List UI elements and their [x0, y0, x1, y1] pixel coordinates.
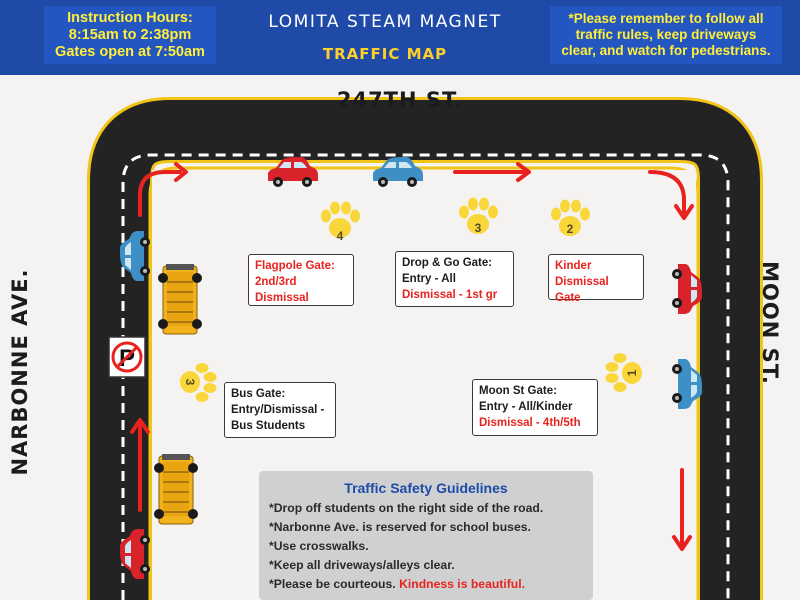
road-inner-edge [148, 166, 700, 600]
instruction-hours-box: Instruction Hours: 8:15am to 2:38pm Gate… [44, 6, 216, 64]
paw-icon: 3 [180, 363, 217, 402]
kinder-gate-label: Kinder Dismissal Gate [548, 254, 644, 304]
no-parking-icon: P [108, 336, 146, 378]
bus-gate-students: Bus Students [231, 420, 306, 432]
svg-text:3: 3 [475, 221, 482, 235]
drop-go-gate-entry: Entry - All [402, 273, 456, 285]
moon-st-gate-dismissal: Dismissal - 4th/5th [479, 417, 581, 429]
guideline-item: *Narbonne Ave. is reserved for school bu… [269, 520, 531, 534]
guideline-item: *Keep all driveways/alleys clear. [269, 558, 455, 572]
moon-st-gate-label: Moon St Gate: Entry - All/Kinder Dismiss… [472, 379, 598, 436]
paw-icon: 3 [459, 197, 498, 235]
paw-icon: 1 [605, 353, 642, 392]
drop-go-gate-label: Drop & Go Gate: Entry - All Dismissal - … [395, 251, 514, 307]
school-title: LOMITA STEAM MAGNET [268, 12, 502, 32]
flagpole-gate-label: Flagpole Gate: 2nd/3rd Dismissal [248, 254, 354, 306]
bus-gate-label: Bus Gate: Entry/Dismissal - Bus Students [224, 382, 336, 438]
moon-st-gate-entry: Entry - All/Kinder [479, 401, 573, 413]
reminder-line-1: *Please remember to follow all [568, 11, 764, 26]
hours-time: 8:15am to 2:38pm [68, 26, 192, 43]
traffic-safety-guidelines: Traffic Safety Guidelines *Drop off stud… [259, 471, 593, 600]
road-center-dashes [121, 153, 730, 600]
svg-text:4: 4 [337, 229, 344, 243]
drop-go-gate-name: Drop & Go Gate: [402, 257, 493, 269]
svg-text:2: 2 [567, 222, 574, 236]
guideline-kindness: Kindness is beautiful. [399, 577, 526, 591]
road-asphalt [90, 100, 760, 600]
guideline-item: *Drop off students on the right side of … [269, 501, 544, 515]
traffic-reminder-box: *Please remember to follow all traffic r… [550, 6, 782, 64]
header-bar: Instruction Hours: 8:15am to 2:38pm Gate… [0, 0, 800, 75]
guideline-item: *Use crosswalks. [269, 539, 369, 553]
svg-text:1: 1 [625, 369, 639, 376]
map-subtitle: TRAFFIC MAP [322, 45, 448, 63]
gates-open-time: Gates open at 7:50am [55, 43, 205, 60]
direction-arrow-icon [130, 162, 694, 551]
paw-icon: 4 [321, 201, 360, 243]
guideline-courteous: *Please be courteous. [269, 577, 400, 591]
street-label-247th: 247TH ST. [336, 88, 464, 112]
reminder-line-2: traffic rules, keep driveways [575, 27, 757, 42]
paw-icon: 2 [551, 199, 590, 236]
bus-gate-name: Bus Gate: [231, 388, 286, 400]
flagpole-gate-dismissal: Dismissal [255, 292, 309, 304]
school-bus-icon [157, 263, 203, 335]
flagpole-gate-grades: 2nd/3rd [255, 276, 297, 288]
kinder-gate-name: Kinder [555, 260, 592, 272]
drop-go-gate-dismissal: Dismissal - 1st gr [402, 289, 498, 301]
hours-title: Instruction Hours: [67, 9, 193, 26]
guideline-item-last: *Please be courteous. Kindness is beauti… [269, 575, 583, 594]
school-bus-icon [153, 453, 199, 525]
street-label-narbonne: NARBONNE AVE. [8, 268, 32, 476]
svg-text:3: 3 [183, 379, 197, 386]
reminder-line-3: clear, and watch for pedestrians. [561, 43, 771, 58]
flagpole-gate-name: Flagpole Gate: [255, 260, 335, 272]
street-label-moon: MOON ST. [758, 261, 782, 385]
kinder-gate-dismissal: Dismissal Gate [555, 276, 609, 304]
guidelines-title: Traffic Safety Guidelines [344, 480, 508, 496]
moon-st-gate-name: Moon St Gate: [479, 385, 557, 397]
bus-gate-entry: Entry/Dismissal - [231, 404, 325, 416]
